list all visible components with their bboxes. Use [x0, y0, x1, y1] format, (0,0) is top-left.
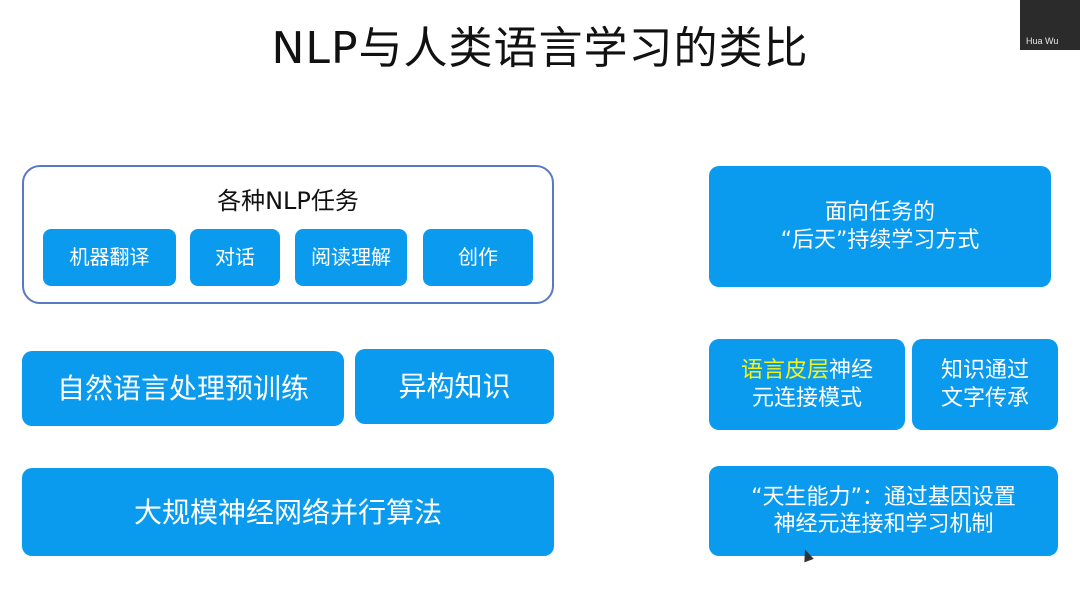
cortex-line2: 元连接模式 [751, 385, 862, 411]
task-reading-comprehension: 阅读理解 [295, 229, 407, 286]
task-dialogue: 对话 [190, 229, 280, 286]
slide-title: NLP与人类语言学习的类比 [271, 23, 809, 74]
nlp-pretraining-box: 自然语言处理预训练 [22, 351, 344, 426]
cortex-line1-rest: 神经 [829, 358, 874, 383]
nlp-tasks-title: 各种NLP任务 [217, 187, 359, 215]
innate-ability-box: “天生能力”：通过基因设置 神经元连接和学习机制 [709, 466, 1058, 556]
participant-name: Hua Wu [1026, 36, 1059, 46]
language-cortex-box: 语言皮层神经 元连接模式 [709, 339, 905, 430]
knowledge-text-box: 知识通过 文字传承 [912, 339, 1058, 430]
task-oriented-learning-box: 面向任务的 “后天”持续学习方式 [709, 166, 1051, 287]
heterogeneous-knowledge-box: 异构知识 [355, 349, 554, 424]
cortex-highlight-text: 语言皮层 [740, 358, 829, 383]
parallel-algorithm-box: 大规模神经网络并行算法 [22, 468, 554, 556]
innate-line1: “天生能力”：通过基因设置 [751, 484, 1016, 510]
task-learning-line1: 面向任务的 [824, 200, 935, 225]
task-machine-translation: 机器翻译 [43, 229, 176, 286]
knowledge-line1: 知识通过 [940, 358, 1029, 383]
innate-line2: 神经元连接和学习机制 [773, 512, 994, 537]
task-learning-line2: “后天”持续学习方式 [780, 227, 980, 253]
participant-video-thumbnail[interactable]: Hua Wu [1020, 0, 1080, 50]
task-creation: 创作 [423, 229, 533, 286]
cortex-line1: 语言皮层神经 [741, 357, 873, 385]
knowledge-line2: 文字传承 [940, 385, 1029, 411]
